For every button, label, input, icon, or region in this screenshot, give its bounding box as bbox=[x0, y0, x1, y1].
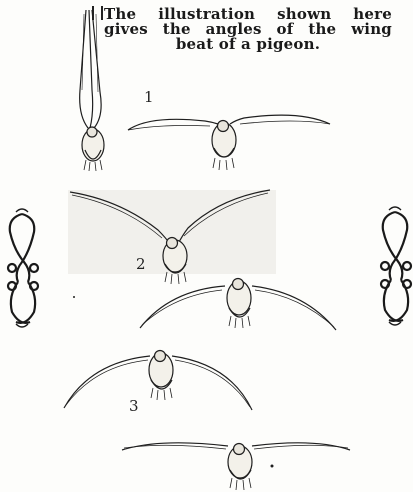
illustration-page: The illustration shown here gives the an… bbox=[0, 0, 413, 492]
right-scroll-ornament bbox=[0, 0, 413, 492]
